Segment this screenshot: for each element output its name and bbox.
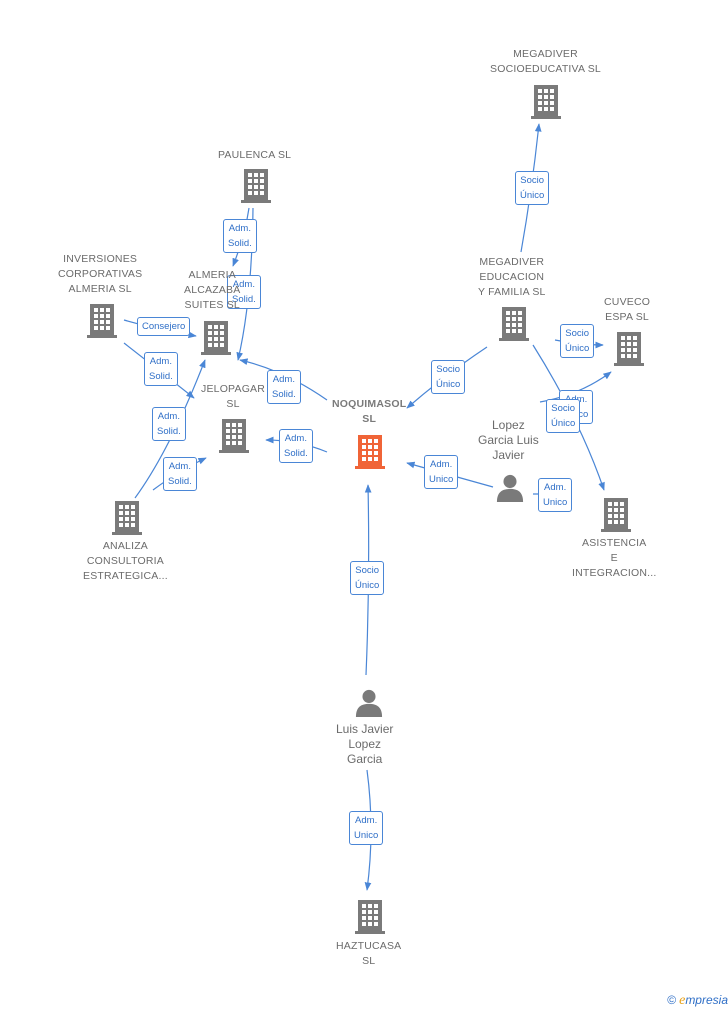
node-label-noquimaso[interactable]: NOQUIMASOL SL: [332, 398, 407, 425]
edge-label[interactable]: Adm. Solid.: [163, 457, 197, 491]
node-label-cuveco[interactable]: CUVECO ESPA SL: [604, 296, 651, 323]
edge-label[interactable]: Socio Único: [515, 171, 550, 205]
building-icon[interactable]: [112, 501, 142, 535]
edge-label[interactable]: Adm. Solid.: [144, 352, 178, 386]
edge-label[interactable]: Adm. Solid.: [227, 275, 261, 309]
brand-name: mpresia: [685, 993, 728, 1007]
edge-label[interactable]: Adm. Solid.: [267, 370, 301, 404]
edge-label[interactable]: Adm. Solid.: [152, 407, 186, 441]
person-icon[interactable]: [496, 474, 524, 502]
brand-logo: ©empresia: [667, 993, 728, 1009]
copyright-symbol: ©: [667, 993, 677, 1007]
person-icon[interactable]: [355, 689, 383, 717]
node-label-haztucasa[interactable]: HAZTUCASA SL: [336, 940, 402, 967]
node-label-megadiver-educacion[interactable]: MEGADIVER EDUCACION Y FAMILIA SL: [478, 256, 546, 298]
node-label-analiza[interactable]: ANALIZA CONSULTORIA ESTRATEGICA...: [83, 540, 168, 582]
edge-label[interactable]: Socio Único: [560, 324, 595, 358]
building-icon[interactable]: [241, 169, 271, 203]
edge-label[interactable]: Socio Único: [546, 399, 581, 433]
edge-label[interactable]: Adm. Unico: [424, 455, 459, 489]
building-icon[interactable]: [499, 307, 529, 341]
building-icon[interactable]: [355, 435, 385, 469]
brand-initial: e: [679, 993, 686, 1008]
edge-label[interactable]: Socio Único: [350, 561, 385, 595]
building-icon[interactable]: [531, 85, 561, 119]
building-icon[interactable]: [614, 332, 644, 366]
building-icon[interactable]: [355, 900, 385, 934]
node-label-luis-javier[interactable]: Luis Javier Lopez Garcia: [336, 722, 394, 766]
edge-label[interactable]: Adm. Solid.: [223, 219, 257, 253]
node-label-jelopagar[interactable]: JELOPAGAR SL: [201, 383, 266, 410]
node-label-asistencia[interactable]: ASISTENCIA E INTEGRACION...: [572, 537, 657, 579]
node-label-lopez-garcia[interactable]: Lopez Garcia Luis Javier: [478, 418, 539, 462]
building-icon[interactable]: [601, 498, 631, 532]
node-label-almeria-alcazaba[interactable]: ALMERIA ALCAZABA SUITES SL: [184, 269, 241, 311]
edge-label[interactable]: Adm. Solid.: [279, 429, 313, 463]
edge-label[interactable]: Adm. Unico: [349, 811, 384, 845]
building-icon[interactable]: [87, 304, 117, 338]
building-icon[interactable]: [201, 321, 231, 355]
edge-label[interactable]: Adm. Unico: [538, 478, 573, 512]
edge-label[interactable]: Socio Único: [431, 360, 466, 394]
node-label-megadiver-socio[interactable]: MEGADIVER SOCIOEDUCATIVA SL: [490, 48, 601, 75]
node-label-paulenca[interactable]: PAULENCA SL: [218, 149, 292, 161]
edge-label[interactable]: Consejero: [137, 317, 191, 336]
building-icon[interactable]: [219, 419, 249, 453]
node-label-inversiones[interactable]: INVERSIONES CORPORATIVAS ALMERIA SL: [58, 253, 143, 295]
